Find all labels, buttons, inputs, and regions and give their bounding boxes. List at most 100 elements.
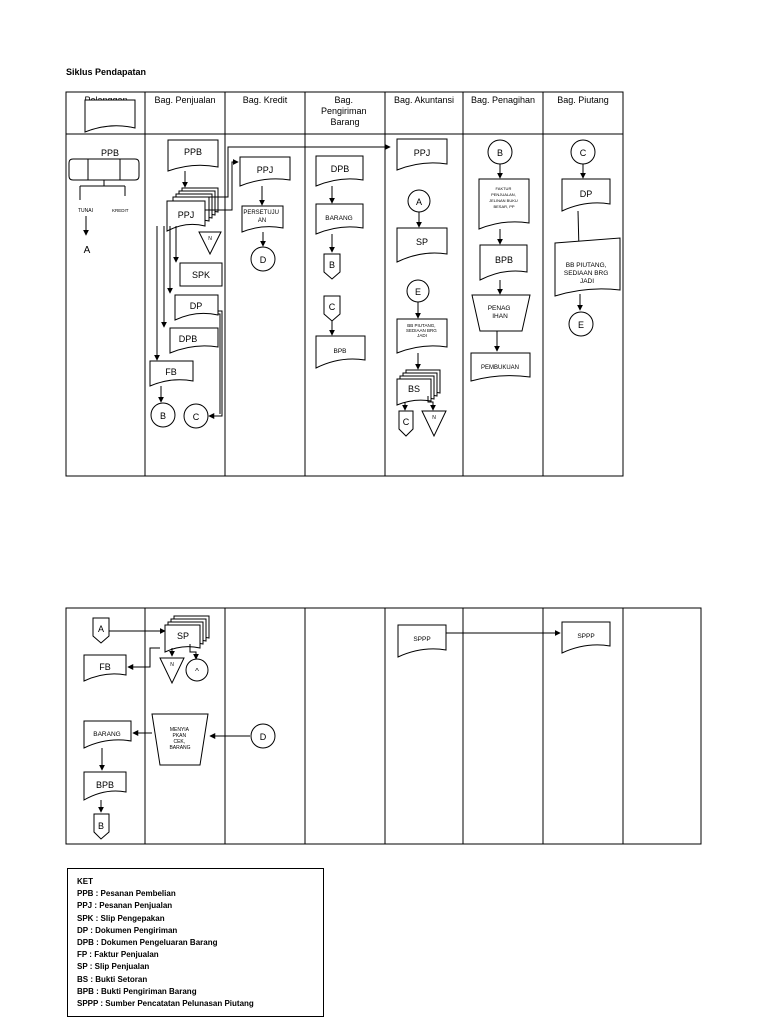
lane-header-pengiriman: Bag. Pengiriman Barang [321,95,369,127]
b-label-2: B [329,260,335,270]
legend-item: PPB : Pesanan Pembelian [77,889,176,899]
document-sp-akuntansi [396,227,448,263]
process-ppb-pelanggan [68,158,140,181]
a-label-3: A [98,624,104,634]
manual-operation-menyiapkan [151,713,209,766]
lane-header-penagihan: Bag. Penagihan [471,95,535,105]
document-dp [174,294,219,321]
sppp-akuntansi-label: SPPP [413,636,430,643]
offpage-connector-b [323,253,341,280]
menyiapkan-label: MENYIA PKAN CEK, BARANG [169,727,190,751]
dpb-label: DPB [179,334,198,344]
faktur-1: FAKTUR [496,186,512,191]
sp-akuntansi-label: SP [416,237,428,247]
lane-header-akuntansi: Bag. Akuntansi [394,95,454,105]
c-label-2: C [329,302,336,312]
menyiapkan-4: BARANG [169,745,190,751]
barang-bottom-label: BARANG [93,731,120,738]
persetujuan-label-2: AN [258,218,266,224]
connector-c-penjualan [183,403,209,429]
document-barang [315,203,364,235]
legend-item: PPJ : Pesanan Penjualan [77,901,173,911]
bb-akuntansi-label: BB PIUTANG, SEDIAAN BRG JADI [406,323,438,338]
legend-item: SPK : Slip Pengepakan [77,913,165,923]
menyiapkan-2: PKAN [172,733,186,739]
ppb-document-label: PPB [184,147,202,157]
document-persetujuan [241,205,284,233]
file-n-penjualan [198,231,222,256]
document-bpb-pengiriman [315,335,366,369]
d-label-1: D [260,255,267,265]
connector-d-kredit [250,246,276,272]
bb-piutang-label: BB PIUTANG, SEDIAAN BRG JADI [564,262,610,285]
offpage-connector-b-bottom [93,813,110,840]
bpb-pengiriman-label: BPB [333,348,346,355]
bpb-bottom-label: BPB [96,780,114,790]
bpb-penagihan-label: BPB [495,255,513,265]
faktur-2: PENJUALAN, [491,192,516,197]
lane-header-piutang: Bag. Piutang [557,95,609,105]
document-bs-stack [396,369,441,406]
b-label-4: B [98,821,104,831]
document-faktur [478,178,530,230]
document-ppj-akuntansi [396,138,448,171]
barang-label-1: BARANG [325,215,352,222]
bb-small-2: SEDIAAN BRG [406,328,437,333]
faktur-4: BESAR, PP [493,204,514,209]
penagihan-1: PENAG [488,305,511,312]
bb-small-3: JADI [417,333,427,338]
connector-a-bottom-label: ^ [195,667,199,676]
faktur-label: FAKTUR PENJUALAN, JELINAN BUKU BESAR, PP [489,186,519,209]
document-sp-stack [164,615,210,653]
a-label-2: A [416,197,422,207]
n-label-3: N [170,662,174,668]
top-swimlane-table [65,91,624,477]
connector-a-bottom [185,658,209,682]
kredit-label: KREDIT [112,208,129,213]
menyiapkan-3: CEK, [173,739,185,745]
n-label-1: N [208,236,212,242]
lane-header-penjualan: Bag. Penjualan [154,95,215,105]
fb-label: FB [165,367,177,377]
document-sppp-penagihan [561,621,611,654]
document-dp-piutang [561,178,611,212]
document-dpb [169,327,219,354]
fb-bottom-label: FB [99,662,111,672]
c-label-3: C [403,417,410,427]
penagihan-label: PENAG IHAN [488,305,513,320]
document-bpb-penagihan [479,244,528,281]
offpage-connector-c [323,295,341,322]
persetujuan-label: PERSETUJU AN [243,210,280,224]
e-label-1: E [415,287,421,297]
document-barang-bottom [83,720,132,749]
dp-piutang-label: DP [580,189,593,199]
bb-1: BB PIUTANG, [566,262,607,269]
connector-e-piutang [568,311,594,337]
document-dpb-pengiriman [315,155,364,187]
legend-heading: KET [77,877,93,886]
connector-a-label: A [84,245,91,256]
legend-item: SPPP : Sumber Pencatatan Pelunasan Piuta… [77,999,254,1009]
n-label-2: N [432,415,436,421]
legend-item: DPB : Dokumen Pengeluaran Barang [77,938,218,948]
document-bpb-bottom [83,771,127,801]
document-ppb [167,139,219,172]
sppp-penagihan-label: SPPP [577,633,594,640]
lane-header-kredit: Bag. Kredit [243,95,288,105]
lane-header-pengiriman-2: Pengiriman [321,106,367,116]
bb-3: JADI [580,278,594,285]
document-bb-akuntansi [396,318,448,354]
legend-item: FP : Faktur Penjualan [77,950,159,960]
penagihan-2: IHAN [492,313,508,320]
document-spk [179,262,223,287]
bb-2: SEDIAAN BRG [564,270,608,277]
document-ppj-kredit [239,156,291,187]
ppj-kredit-label: PPJ [257,165,274,175]
spk-label: SPK [192,270,210,280]
faktur-3: JELINAN BUKU [489,198,518,203]
bs-label: BS [408,384,420,394]
legend-item: BS : Bukti Setoran [77,974,148,984]
document-pelanggan-header [84,99,136,133]
legend-item: BPB : Bukti Pengiriman Barang [77,986,197,996]
b-label-3: B [497,148,503,158]
